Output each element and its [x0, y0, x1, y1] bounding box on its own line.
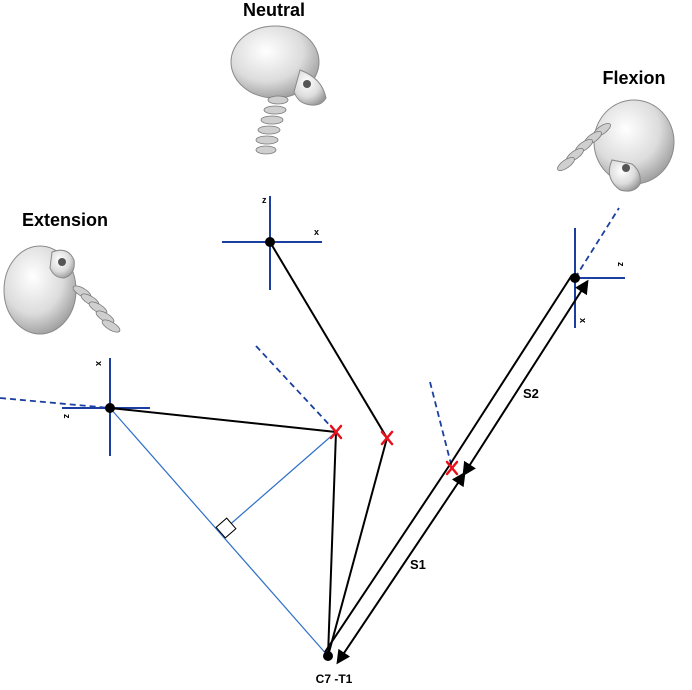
axis-label-extension-vertical: x	[94, 361, 104, 366]
axis-label-neutral-horizontal: x	[314, 227, 319, 237]
marker-x-extension	[329, 424, 343, 440]
axis-label-neutral-vertical: z	[262, 195, 267, 205]
axis-label-flexion-horizontal: z	[616, 262, 626, 267]
neutral-upper-link	[269, 241, 388, 439]
neutral-lower-link	[327, 437, 388, 657]
segment-label-s1: S1	[410, 557, 426, 572]
extension-upper-link	[109, 407, 337, 433]
extension-perpendicular-line	[225, 431, 337, 529]
segment-label-s2: S2	[523, 386, 539, 401]
title-extension: Extension	[22, 210, 108, 230]
marker-x-flexion	[445, 460, 459, 476]
s1-marker-dashed-line	[429, 381, 453, 469]
extension-lower-link	[327, 431, 337, 657]
title-neutral: Neutral	[243, 0, 305, 20]
skull-neutral-illustration	[230, 25, 327, 155]
extension-marker-dashed-line	[255, 345, 337, 433]
segment-s2	[448, 274, 589, 477]
skull-flexion-illustration	[557, 99, 675, 192]
c7-t1-joint	[323, 651, 333, 661]
flexion-dashed-orientation	[574, 207, 620, 279]
skull-extension-illustration	[3, 245, 121, 335]
segment-s1	[324, 465, 466, 665]
frame-flexion: x z	[574, 228, 626, 328]
axis-label-flexion-vertical: x	[578, 318, 588, 323]
neutral-head-joint	[265, 237, 275, 247]
flexion-head-joint	[570, 273, 580, 283]
axis-label-extension-horizontal: z	[62, 414, 72, 419]
right-angle-marker	[215, 517, 237, 539]
extension-head-joint	[105, 403, 115, 413]
marker-x-neutral	[380, 430, 394, 446]
joint-label-c7-t1: C7 -T1	[316, 672, 353, 686]
extension-dashed-orientation	[0, 397, 111, 409]
extension-hypotenuse-line	[109, 407, 329, 657]
title-flexion: Flexion	[602, 68, 665, 88]
